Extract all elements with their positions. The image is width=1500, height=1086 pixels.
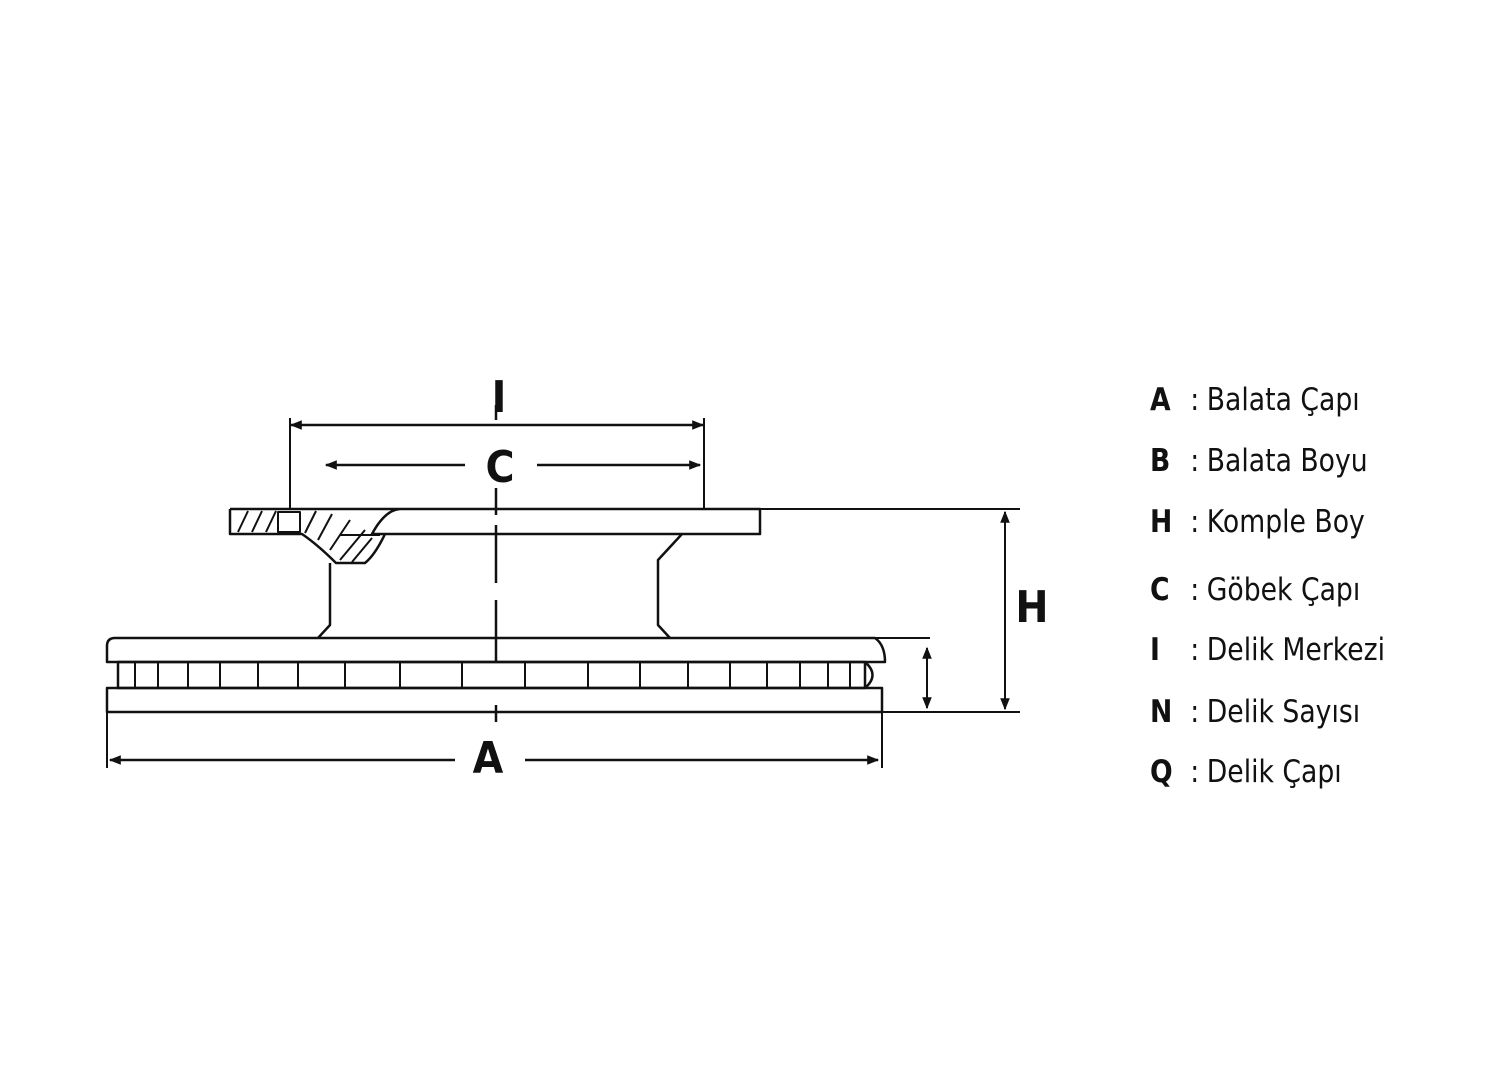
legend-separator: : [1190,504,1200,540]
legend-row-a: A : Balata Çapı [1150,375,1360,425]
legend-text: Delik Merkezi [1206,632,1386,668]
legend-text: Balata Çapı [1206,382,1360,418]
legend-separator: : [1190,754,1200,790]
legend-separator: : [1190,443,1200,479]
disc-vents [134,662,851,688]
legend-text: Delik Çapı [1206,754,1342,790]
disc-lower-plate [105,686,884,714]
legend-key: I [1150,632,1160,668]
dim-label-h: H [1015,582,1048,633]
dim-label-i: I [492,372,507,423]
dim-label-a: A [473,733,504,784]
legend-separator: : [1190,572,1200,608]
hub-top-left-outline [228,509,387,565]
hub-neck-left [317,563,332,639]
legend-text: Delik Sayısı [1206,694,1361,730]
legend-separator: : [1190,632,1200,668]
legend-row-b: B : Balata Boyu [1150,436,1368,486]
legend-key: N [1150,694,1173,730]
legend-key: B [1150,443,1171,479]
legend-text: Balata Boyu [1206,443,1368,479]
legend-separator: : [1190,694,1200,730]
legend-text: Göbek Çapı [1206,572,1361,608]
hub-top-flange [230,507,762,536]
legend-separator: : [1190,382,1200,418]
hub-neck-right [656,533,683,639]
legend-text: Komple Boy [1206,504,1365,540]
disc-vent-band [116,660,867,690]
legend-key: H [1150,504,1173,540]
legend-row-h: H : Komple Boy [1150,497,1365,547]
legend-row-c: C : Göbek Çapı [1150,565,1360,615]
legend-key: A [1150,382,1171,418]
legend-row-i: I : Delik Merkezi [1150,625,1385,675]
legend-key: C [1150,572,1170,608]
legend-row-n: N : Delik Sayısı [1150,687,1360,737]
legend-key: Q [1150,754,1173,790]
disc-vent-edge-right [864,661,874,689]
hub-hatching [237,510,380,563]
legend-row-q: Q : Delik Çapı [1150,747,1342,797]
dim-label-c: C [485,442,514,493]
